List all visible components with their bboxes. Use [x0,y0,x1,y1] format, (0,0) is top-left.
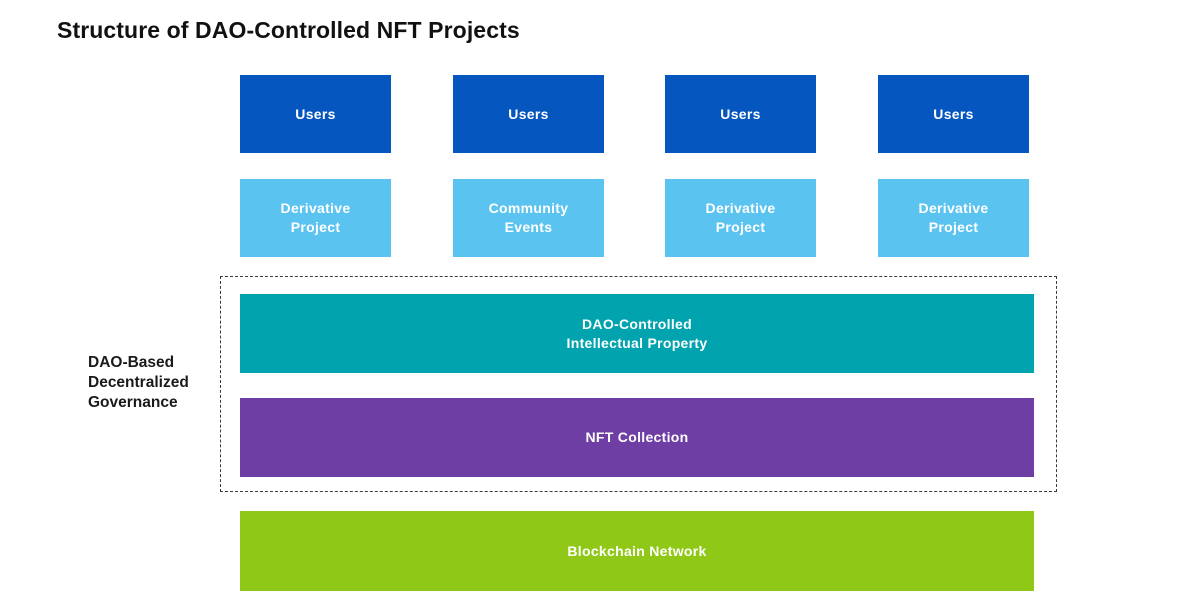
page-title: Structure of DAO-Controlled NFT Projects [57,17,520,43]
users-box: Users [878,75,1029,153]
derivative-project-box: Derivative Project [240,179,391,257]
users-box: Users [453,75,604,153]
intellectual-property-box: DAO-Controlled Intellectual Property [240,294,1034,373]
community-events-box: Community Events [453,179,604,257]
nft-collection-box: NFT Collection [240,398,1034,477]
governance-group-outline [220,276,1057,492]
users-box: Users [665,75,816,153]
governance-group-label: DAO-Based Decentralized Governance [88,354,189,411]
derivative-project-box: Derivative Project [878,179,1029,257]
users-box: Users [240,75,391,153]
derivative-project-box: Derivative Project [665,179,816,257]
blockchain-network-box: Blockchain Network [240,511,1034,591]
